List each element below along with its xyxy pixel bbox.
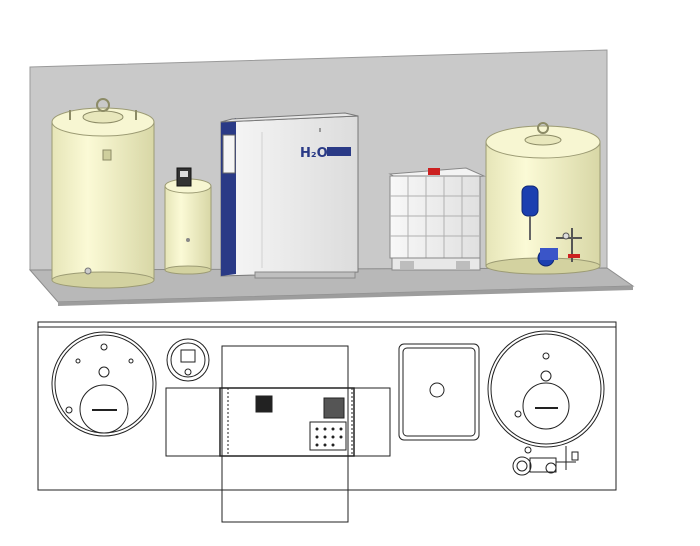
large-storage-tank-right xyxy=(485,122,601,275)
water-treatment-cabinet: H₂O xyxy=(220,112,359,279)
floor-edge xyxy=(58,286,633,306)
plan-large-tank-right xyxy=(487,330,605,476)
small-brine-tank xyxy=(164,167,212,275)
large-storage-tank-left xyxy=(51,98,155,289)
ibc-container xyxy=(388,167,486,271)
perspective-view: H₂O xyxy=(28,49,635,306)
plan-small-tank xyxy=(166,338,210,382)
plan-treatment-cabinet xyxy=(219,387,355,457)
plan-ibc-container xyxy=(398,343,480,441)
h2o-label: H₂O xyxy=(300,146,328,161)
plan-view xyxy=(37,321,617,523)
plan-large-tank-left xyxy=(51,331,157,437)
plan-room-outline xyxy=(37,321,617,491)
